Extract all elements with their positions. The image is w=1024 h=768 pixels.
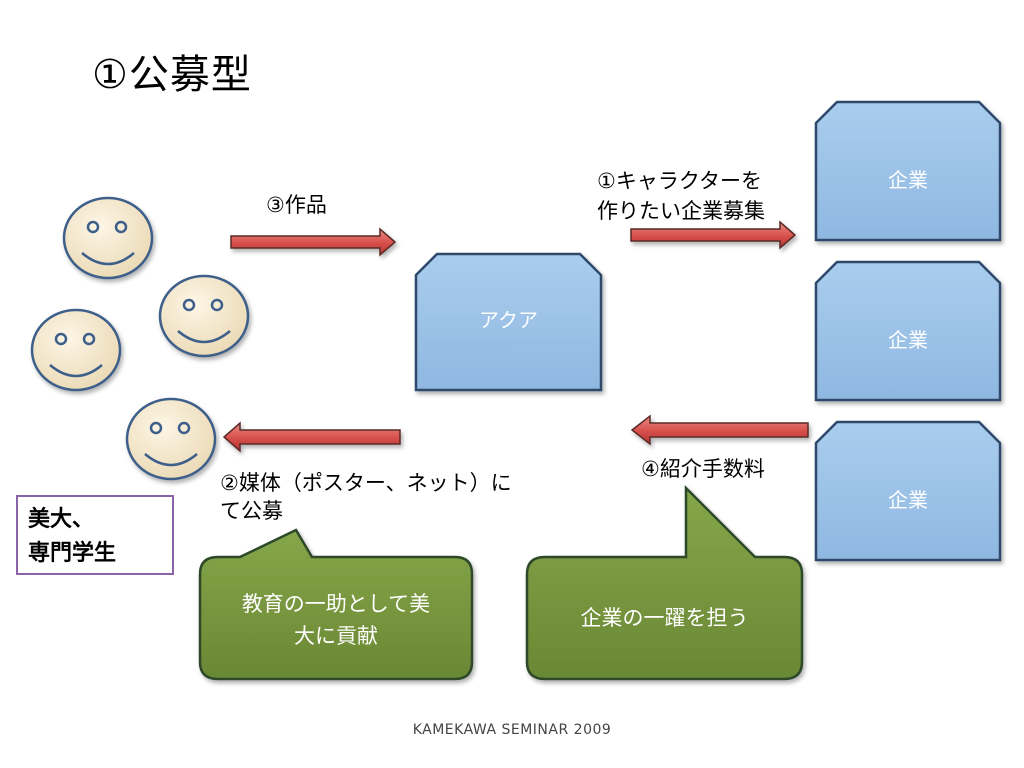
company-box-3	[814, 420, 1002, 562]
callout-left-line1: 教育の一助として美	[241, 592, 431, 616]
media-arrow	[222, 421, 401, 453]
smiley-face-1	[62, 196, 154, 280]
company-label-1: 企業	[888, 168, 928, 192]
works-label: ③作品	[266, 193, 327, 217]
callout-right-text: 企業の一躍を担う	[580, 606, 749, 630]
students-label: 美大、 専門学生	[28, 503, 116, 571]
fee-label: ④紹介手数料	[641, 457, 765, 481]
media-label-line2: て公募	[220, 499, 283, 523]
company-label-2: 企業	[888, 328, 928, 352]
media-label-line1: ②媒体（ポスター、ネット）に	[220, 471, 512, 495]
page-title: ①公募型	[92, 52, 252, 98]
students-label-line2: 専門学生	[28, 541, 117, 566]
students-box: 美大、 専門学生	[16, 495, 174, 575]
callout-left-shape	[198, 528, 474, 681]
callout-left-text: 教育の一助として美 大に貢献	[200, 588, 472, 652]
recruit-label-line2: 作りたい企業募集	[597, 199, 765, 223]
fee-arrow	[630, 414, 809, 446]
company-label-3: 企業	[888, 488, 928, 512]
footer: KAMEKAWA SEMINAR 2009	[412, 722, 612, 738]
smiley-face-2	[158, 274, 250, 358]
recruit-label-line1: ①キャラクターを	[597, 169, 762, 193]
callout-right-shape	[525, 484, 804, 681]
recruit-arrow	[630, 220, 797, 250]
agency-label: アクア	[479, 308, 538, 332]
company-box-2	[814, 260, 1002, 402]
works-arrow	[230, 227, 397, 257]
callout-left-line2: 大に貢献	[294, 624, 378, 648]
students-label-line1: 美大、	[28, 507, 95, 532]
company-box-1	[814, 100, 1002, 242]
smiley-face-4	[125, 397, 217, 481]
agency-box	[414, 252, 603, 392]
smiley-face-3	[30, 308, 122, 392]
